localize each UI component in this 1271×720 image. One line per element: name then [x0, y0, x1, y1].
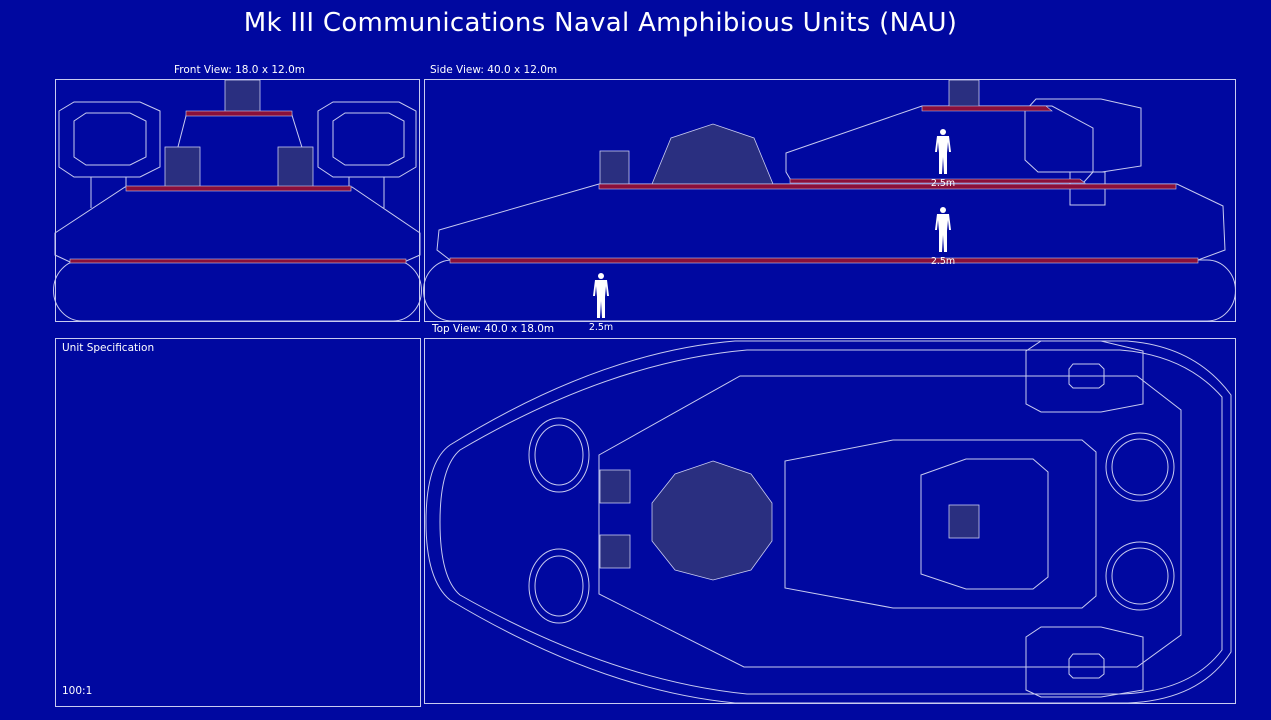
human-figure [935, 129, 951, 174]
spec-panel [55, 338, 421, 707]
top-view-label: Top View: 40.0 x 18.0m [432, 323, 555, 335]
human-figure [935, 207, 951, 252]
human-figure [593, 273, 609, 318]
top-view-drawing [425, 340, 1232, 704]
human-scale-label: 2.5m [931, 178, 955, 189]
spec-heading: Unit Specification [62, 342, 155, 354]
human-scale-label: 2.5m [931, 256, 955, 267]
side-view-label: Side View: 40.0 x 12.0m [430, 64, 558, 76]
drawing-title: Mk III Communications Naval Amphibious U… [243, 8, 958, 38]
front-view-drawing [53, 101, 422, 322]
front-view-label: Front View: 18.0 x 12.0m [174, 64, 305, 76]
side-view-drawing [423, 98, 1236, 322]
human-scale-label: 2.5m [589, 322, 613, 333]
scale-label: 100:1 [62, 685, 93, 697]
